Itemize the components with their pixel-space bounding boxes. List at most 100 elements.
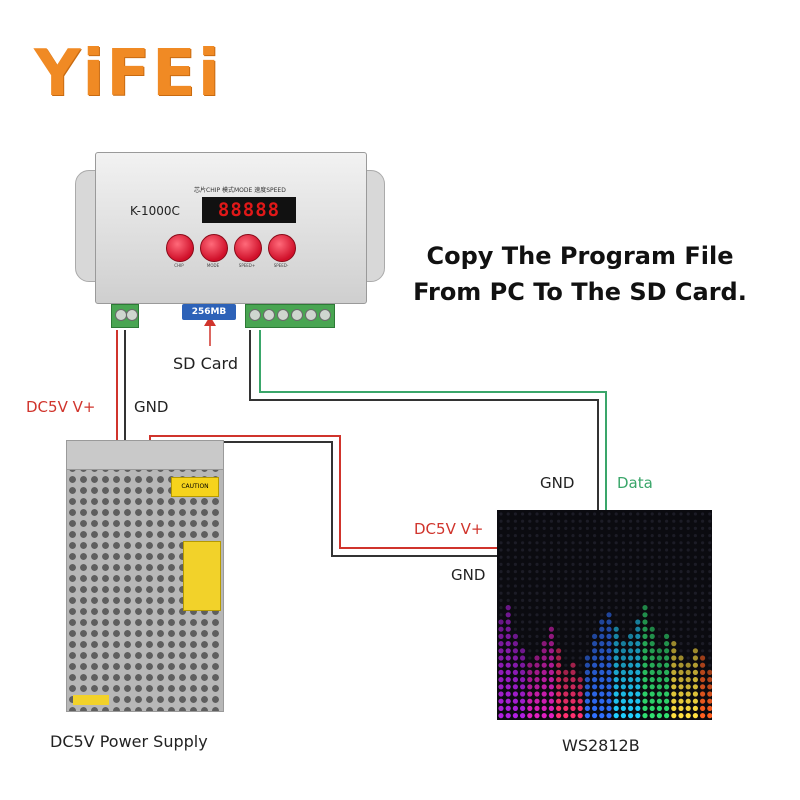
caution-sticker: CAUTION: [171, 477, 219, 497]
led-pixel: [535, 534, 539, 538]
led-pixel: [541, 655, 547, 661]
sd-card: 256MB: [182, 304, 236, 320]
led-pixel: [505, 626, 511, 632]
led-pixel: [679, 591, 683, 595]
led-pixel: [548, 669, 554, 675]
led-pixel: [693, 591, 697, 595]
led-pixel: [549, 613, 553, 617]
led-pixel: [665, 534, 669, 538]
led-pixel: [708, 606, 712, 610]
led-pixel: [534, 691, 540, 697]
led-pixel: [549, 584, 553, 588]
led-pixel: [686, 613, 690, 617]
chip-button[interactable]: [166, 234, 194, 262]
led-pixel: [686, 548, 690, 552]
led-pixel: [621, 526, 625, 530]
led-pixel: [606, 619, 612, 625]
controller-top-label: 芯片CHIP 模式MODE 速度SPEED: [194, 187, 286, 194]
led-pixel: [571, 570, 575, 574]
led-pixel: [521, 519, 525, 523]
led-pixel: [629, 512, 633, 516]
led-pixel: [665, 598, 669, 602]
led-pixel: [528, 598, 532, 602]
led-pixel: [578, 519, 582, 523]
led-pixel: [656, 684, 662, 690]
led-pixel: [606, 626, 612, 632]
led-pixel: [657, 526, 661, 530]
led-pixel: [693, 526, 697, 530]
led-pixel: [678, 677, 684, 683]
led-pixel: [629, 555, 633, 559]
led-pixel: [549, 555, 553, 559]
speed-down-button[interactable]: [268, 234, 296, 262]
led-pixel: [614, 584, 618, 588]
led-pixel: [505, 605, 511, 611]
led-pixel: [636, 512, 640, 516]
led-pixel: [548, 655, 554, 661]
led-pixel: [700, 655, 706, 661]
led-pixel: [613, 698, 619, 704]
led-pixel: [498, 619, 504, 625]
led-pixel: [498, 626, 504, 632]
led-pixel: [629, 591, 633, 595]
mode-button[interactable]: [200, 234, 228, 262]
led-pixel: [577, 684, 583, 690]
led-pixel: [606, 633, 612, 639]
led-pixel: [521, 577, 525, 581]
led-pixel: [521, 591, 525, 595]
led-pixel: [557, 548, 561, 552]
led-pixel: [701, 584, 705, 588]
led-pixel: [571, 519, 575, 523]
led-pixel: [549, 512, 553, 516]
led-pixel: [541, 662, 547, 668]
led-pixel: [621, 512, 625, 516]
led-pixel: [701, 570, 705, 574]
led-pixel: [542, 562, 546, 566]
led-pixel: [621, 584, 625, 588]
led-pixel: [649, 698, 655, 704]
led-pixel: [642, 619, 648, 625]
led-pixel: [635, 669, 641, 675]
led-pixel: [599, 648, 605, 654]
led-pixel: [528, 649, 532, 653]
speed-up-button[interactable]: [234, 234, 262, 262]
led-pixel: [643, 577, 647, 581]
power-terminal-block: [111, 304, 139, 328]
led-pixel: [528, 656, 532, 660]
led-pixel: [534, 684, 540, 690]
led-pixel: [642, 662, 648, 668]
led-pixel: [521, 562, 525, 566]
led-pixel: [600, 613, 604, 617]
led-pixel: [693, 519, 697, 523]
led-pixel: [671, 662, 677, 668]
led-pixel: [635, 698, 641, 704]
led-pixel: [535, 627, 539, 631]
instruction-text: Copy The Program File From PC To The SD …: [400, 238, 760, 310]
led-pixel: [656, 662, 662, 668]
led-pixel: [541, 677, 547, 683]
led-vplus-label: DC5V V+: [414, 520, 484, 538]
led-pixel: [693, 555, 697, 559]
led-pixel: [599, 669, 605, 675]
led-pixel: [693, 584, 697, 588]
led-pixel: [635, 713, 641, 719]
led-pixel: [671, 669, 677, 675]
led-pixel: [521, 620, 525, 624]
led-pixel: [535, 541, 539, 545]
led-pixel: [585, 613, 589, 617]
led-pixel: [528, 562, 532, 566]
led-pixel: [521, 584, 525, 588]
led-pixel: [620, 677, 626, 683]
led-pixel: [506, 591, 510, 595]
led-pixel: [650, 548, 654, 552]
led-pixel: [613, 684, 619, 690]
led-pixel: [692, 684, 698, 690]
led-pixel: [607, 577, 611, 581]
led-pixel: [548, 684, 554, 690]
led-pixel: [614, 512, 618, 516]
led-pixel: [643, 541, 647, 545]
led-pixel: [521, 642, 525, 646]
led-pixel: [548, 641, 554, 647]
led-pixel: [708, 613, 712, 617]
led-pixel: [621, 606, 625, 610]
